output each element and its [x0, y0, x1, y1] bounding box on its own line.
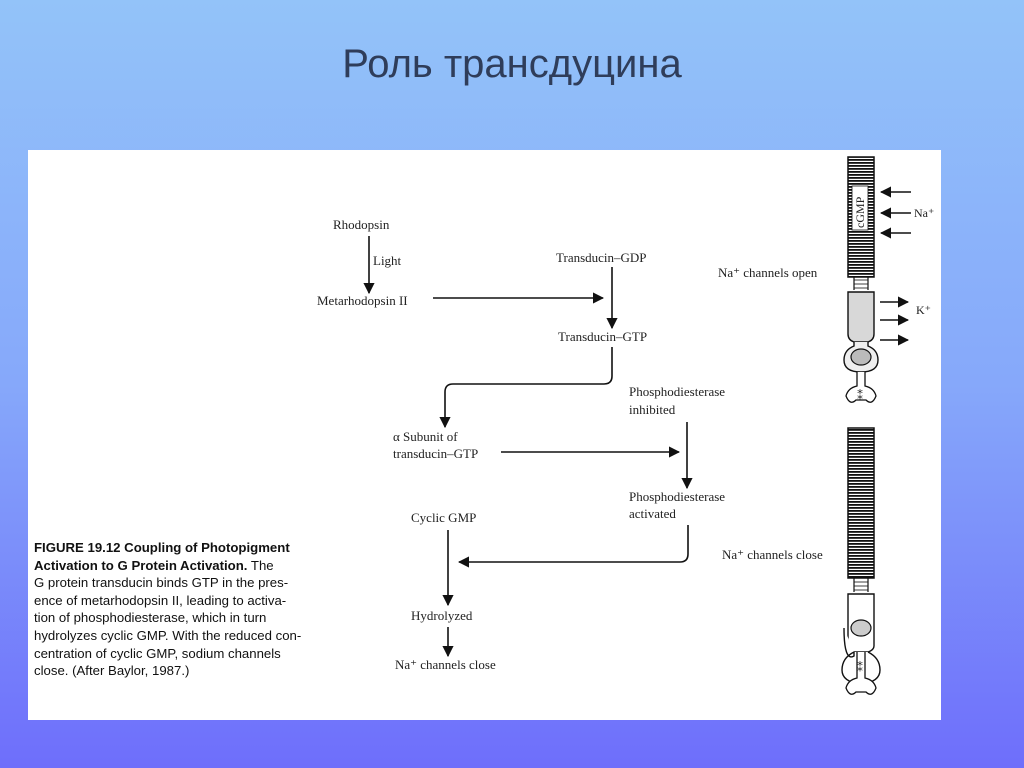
arrow-pde-to-cgmp — [457, 525, 689, 568]
figure-title-2: Activation to G Protein Activation. — [34, 557, 248, 573]
arrow-gtp-to-alpha — [439, 347, 613, 429]
caption-line: G protein transducin binds GTP in the pr… — [34, 575, 289, 591]
synaptic-terminal — [845, 372, 877, 403]
na-ion-label: Na⁺ — [914, 206, 934, 220]
rod-cell-closed: ⁑ — [841, 427, 881, 695]
inner-segment — [847, 291, 875, 343]
na-channels-closed-label: Na⁺ channels close — [722, 547, 823, 562]
rod-cell-open: cGMP ⁑ — [843, 156, 879, 403]
metarhodopsin-label: Metarhodopsin II — [317, 293, 408, 308]
ion-arrows — [879, 186, 911, 346]
flow-arrows — [363, 236, 693, 658]
caption-line: hydrolyzes cyclic GMP. With the reduced … — [34, 627, 302, 643]
na-channels-close-label: Na⁺ channels close — [395, 657, 496, 672]
phototransduction-diagram: Rhodopsin Light Metarhodopsin II Transdu… — [317, 156, 934, 695]
figure-caption: FIGURE 19.12 Coupling of Photopigment Ac… — [34, 539, 364, 680]
cgmp-box — [851, 185, 869, 231]
k-ion-label: K⁺ — [916, 303, 931, 317]
pde-activated-label-1: Phosphodiesterase — [629, 489, 725, 504]
terminal-mark-2: ⁑ — [857, 661, 863, 675]
nucleus-2 — [850, 619, 872, 637]
figure-panel: Rhodopsin Light Metarhodopsin II Transdu… — [28, 150, 941, 720]
alpha-subunit-label-2: transducin–GTP — [393, 446, 478, 461]
rhodopsin-label: Rhodopsin — [333, 217, 390, 232]
transducin-gtp-label: Transducin–GTP — [558, 329, 647, 344]
caption-lead: The — [250, 557, 274, 573]
caption-line: close. (After Baylor, 1987.) — [34, 663, 190, 679]
na-channels-open-label: Na⁺ channels open — [718, 265, 818, 280]
terminal-mark: ⁑ — [857, 389, 863, 403]
figure-title-1: Coupling of Photopigment — [124, 540, 290, 555]
hydrolyzed-label: Hydrolyzed — [411, 608, 473, 623]
pde-inhibited-label-2: inhibited — [629, 402, 676, 417]
pde-activated-label-2: activated — [629, 506, 676, 521]
alpha-subunit-label-1: α Subunit of — [393, 429, 458, 444]
nucleus — [850, 348, 872, 366]
transducin-gdp-label: Transducin–GDP — [556, 250, 647, 265]
caption-line: tion of phosphodiesterase, which in turn — [34, 610, 267, 626]
cyclic-gmp-label: Cyclic GMP — [411, 510, 476, 525]
light-label: Light — [373, 253, 402, 268]
figure-number: FIGURE 19.12 — [34, 540, 121, 555]
caption-line: centration of cyclic GMP, sodium channel… — [34, 645, 281, 661]
cgmp-label: cGMP — [853, 196, 867, 228]
outer-segment-2 — [847, 427, 875, 579]
pde-inhibited-label-1: Phosphodiesterase — [629, 384, 725, 399]
synaptic-terminal-2 — [845, 652, 877, 695]
slide-title: Роль трансдуцина — [342, 42, 682, 86]
caption-line: ence of metarhodopsin II, leading to act… — [34, 592, 287, 608]
